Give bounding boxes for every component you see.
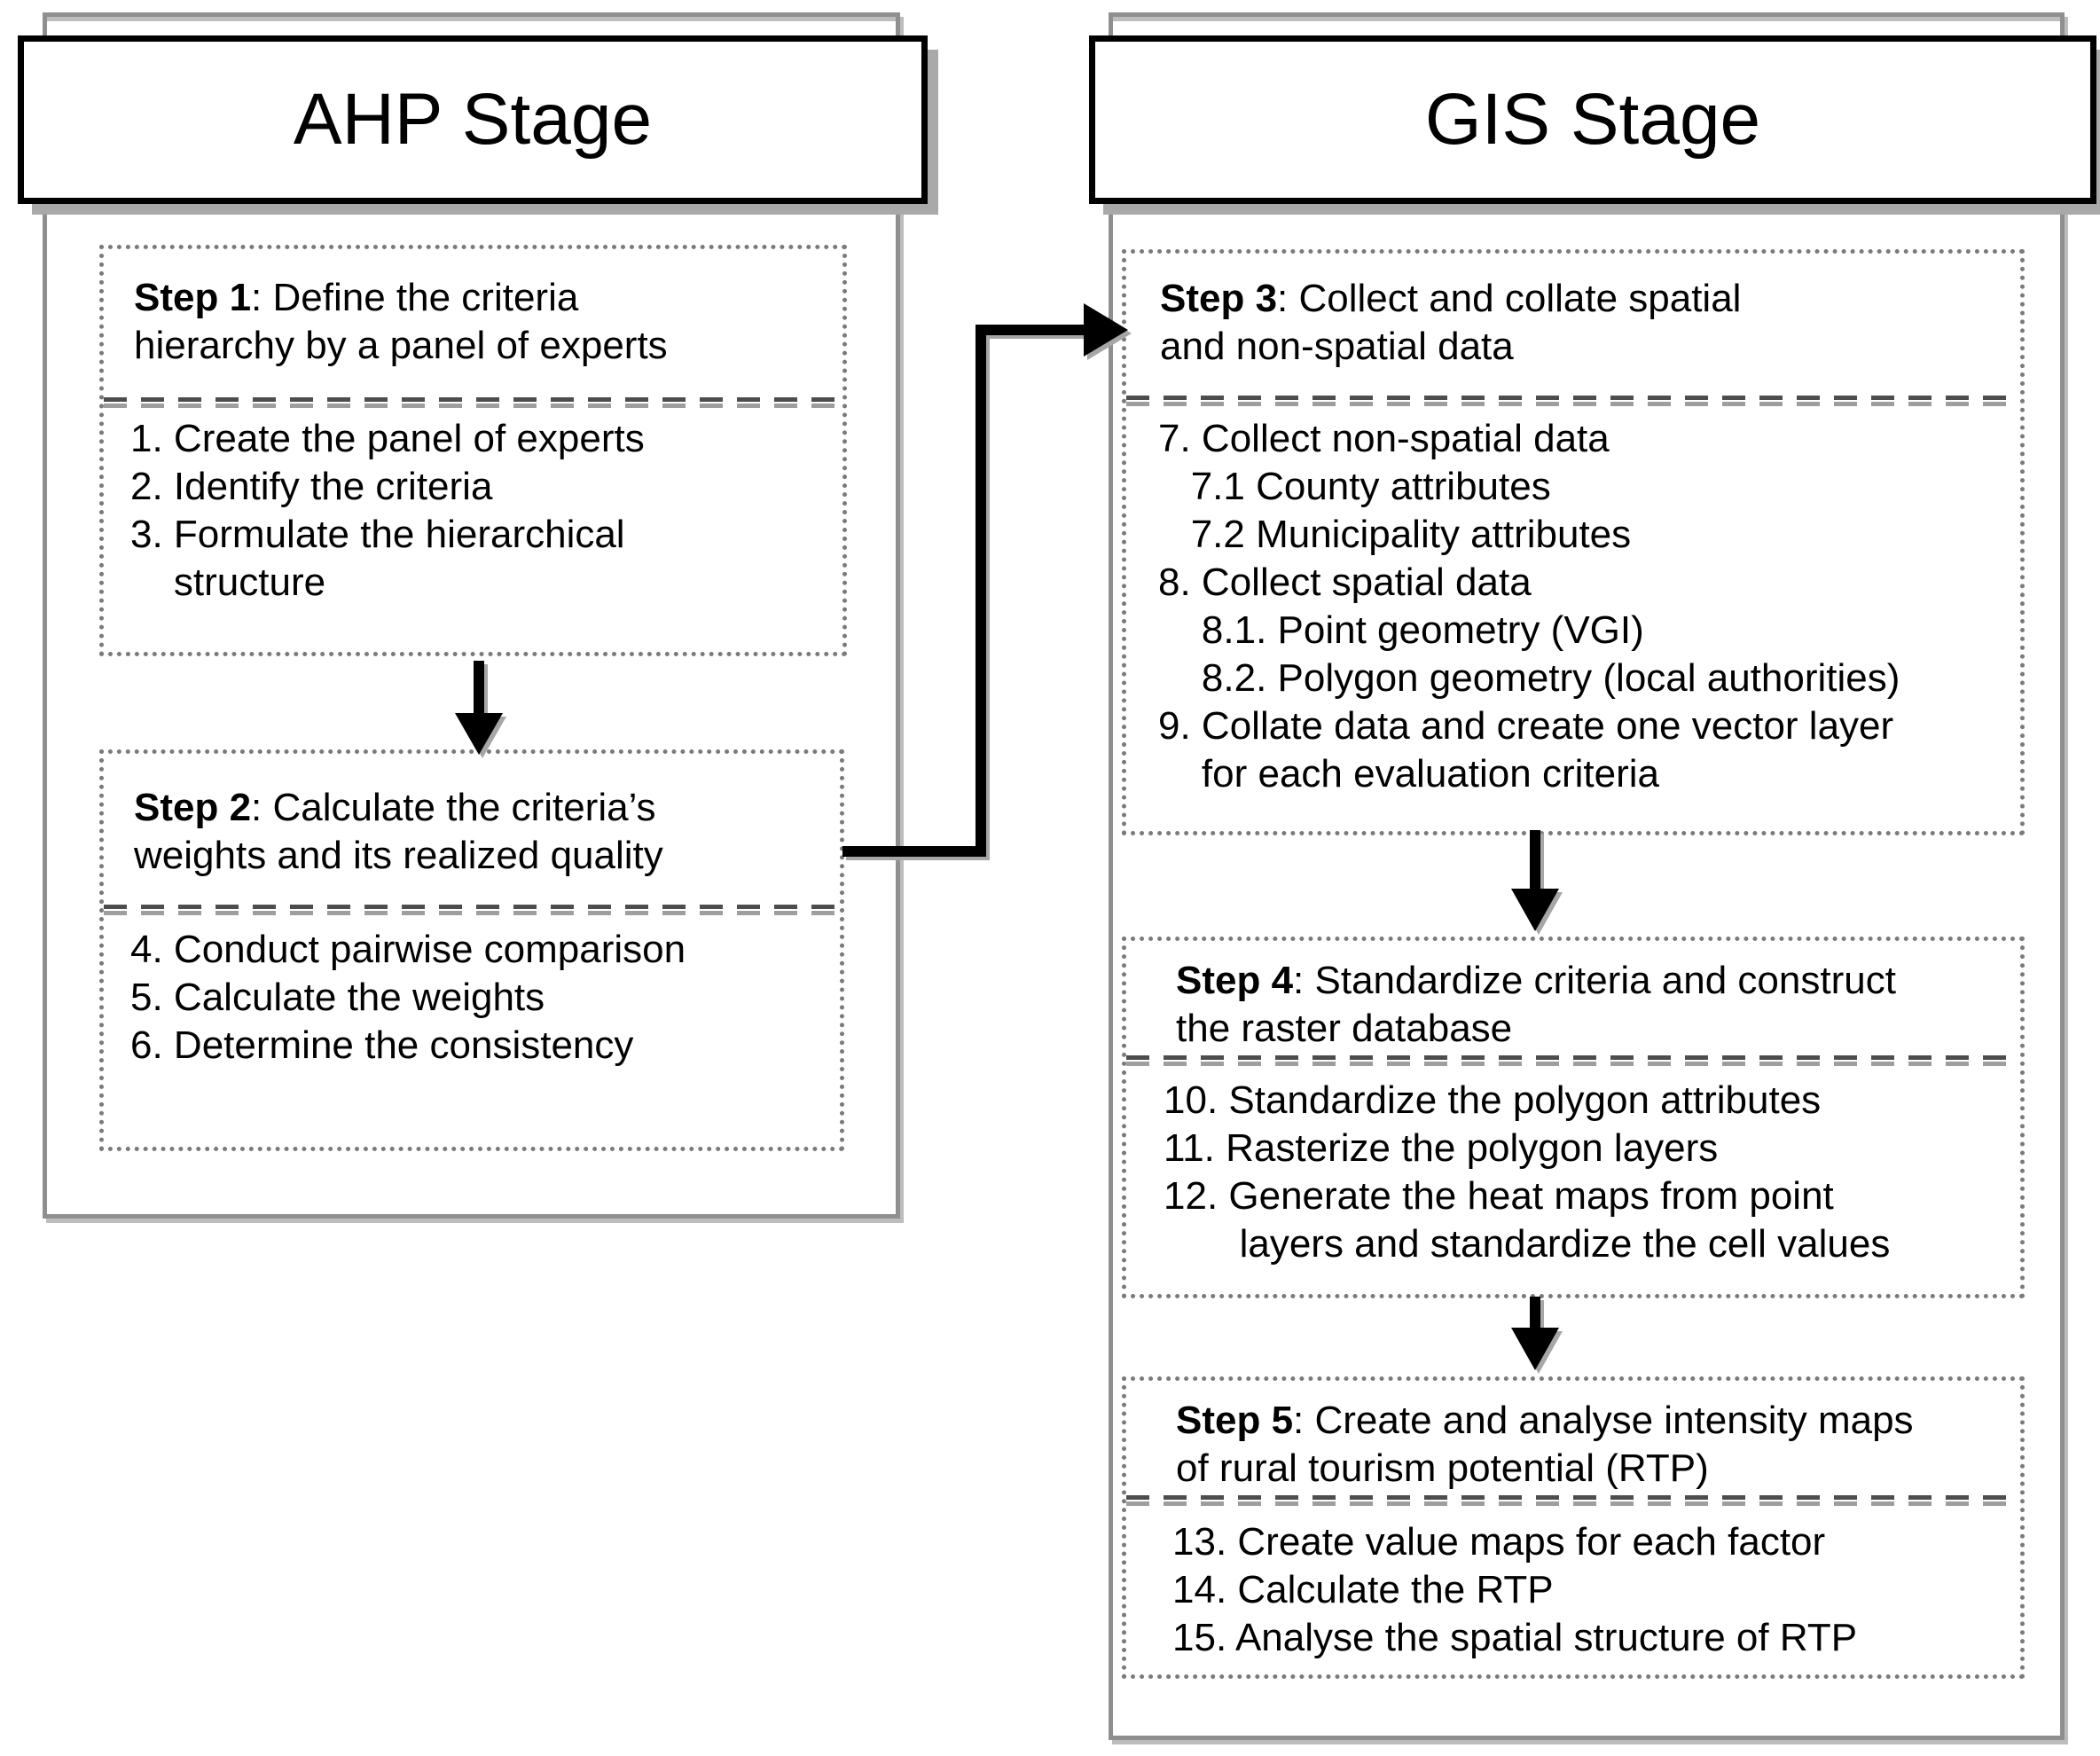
list-item: 7.2 Municipality attributes [1158, 513, 1632, 556]
step3-divider [1126, 396, 2020, 406]
step1-label: Step 1 [134, 276, 252, 319]
list-item: 7.1 County attributes [1158, 465, 1551, 508]
step2-label: Step 2 [134, 786, 252, 829]
list-item: 8.1. Point geometry (VGI) [1158, 608, 1644, 652]
step2-items: 4. Conduct pairwise comparison 5. Calcul… [104, 915, 840, 1070]
step4-title-text: : Standardize criteria and construct the… [1176, 959, 1896, 1050]
ahp-stage-title: AHP Stage [293, 79, 653, 160]
step4-label: Step 4 [1176, 959, 1294, 1002]
step5-label: Step 5 [1176, 1399, 1294, 1442]
step1-title: Step 1: Define the criteria hierarchy by… [104, 249, 842, 397]
step5-title: Step 5: Create and analyse intensity map… [1126, 1381, 2020, 1495]
gis-stage-header: GIS Stage [1089, 35, 2096, 204]
step5-divider [1126, 1495, 2020, 1506]
list-item: 6. Determine the consistency [130, 1023, 634, 1067]
step4-box: Step 4: Standardize criteria and constru… [1122, 937, 2025, 1298]
step4-items: 10. Standardize the polygon attributes 1… [1126, 1066, 2020, 1268]
list-item: 11. Rasterize the polygon layers [1164, 1126, 1719, 1170]
list-item: 9. Collate data and create one vector la… [1158, 704, 1894, 796]
step1-box: Step 1: Define the criteria hierarchy by… [99, 245, 847, 656]
list-item: 7. Collect non-spatial data [1158, 417, 1610, 460]
list-item: 13. Create value maps for each factor [1172, 1520, 1826, 1564]
step3-items: 7. Collect non-spatial data 7.1 County a… [1126, 406, 2020, 798]
step4-divider [1126, 1055, 2020, 1066]
step3-title: Step 3: Collect and collate spatial and … [1126, 254, 2020, 396]
step2-title: Step 2: Calculate the criteria’s weights… [104, 754, 840, 905]
list-item: 3. Formulate the hierarchical structure [130, 513, 625, 604]
step4-title: Step 4: Standardize criteria and constru… [1126, 941, 2020, 1055]
step2-title-text: : Calculate the criteria’s weights and i… [134, 786, 663, 877]
list-item: 4. Conduct pairwise comparison [130, 928, 686, 971]
step3-title-text: : Collect and collate spatial and non-sp… [1160, 277, 1742, 368]
step5-items: 13. Create value maps for each factor 14… [1126, 1506, 2020, 1662]
list-item: 2. Identify the criteria [130, 465, 493, 508]
list-item: 10. Standardize the polygon attributes [1164, 1078, 1822, 1122]
list-item: 12. Generate the heat maps from point la… [1164, 1174, 1891, 1266]
list-item: 8. Collect spatial data [1158, 561, 1532, 604]
step3-box: Step 3: Collect and collate spatial and … [1122, 249, 2025, 835]
list-item: 5. Calculate the weights [130, 976, 545, 1019]
step1-items: 1. Create the panel of experts 2. Identi… [104, 408, 842, 607]
step2-divider [104, 905, 840, 915]
gis-stage-title: GIS Stage [1424, 79, 1761, 160]
step1-divider [104, 397, 842, 408]
ahp-stage-header: AHP Stage [18, 35, 928, 204]
step2-box: Step 2: Calculate the criteria’s weights… [99, 749, 844, 1151]
step3-label: Step 3 [1160, 277, 1278, 320]
step5-title-text: : Create and analyse intensity maps of r… [1176, 1399, 1914, 1490]
list-item: 14. Calculate the RTP [1172, 1568, 1554, 1611]
list-item: 8.2. Polygon geometry (local authorities… [1158, 656, 1900, 700]
list-item: 15. Analyse the spatial structure of RTP [1172, 1616, 1858, 1659]
step1-title-text: : Define the criteria hierarchy by a pan… [134, 276, 668, 367]
step5-box: Step 5: Create and analyse intensity map… [1122, 1376, 2025, 1679]
list-item: 1. Create the panel of experts [130, 417, 645, 460]
